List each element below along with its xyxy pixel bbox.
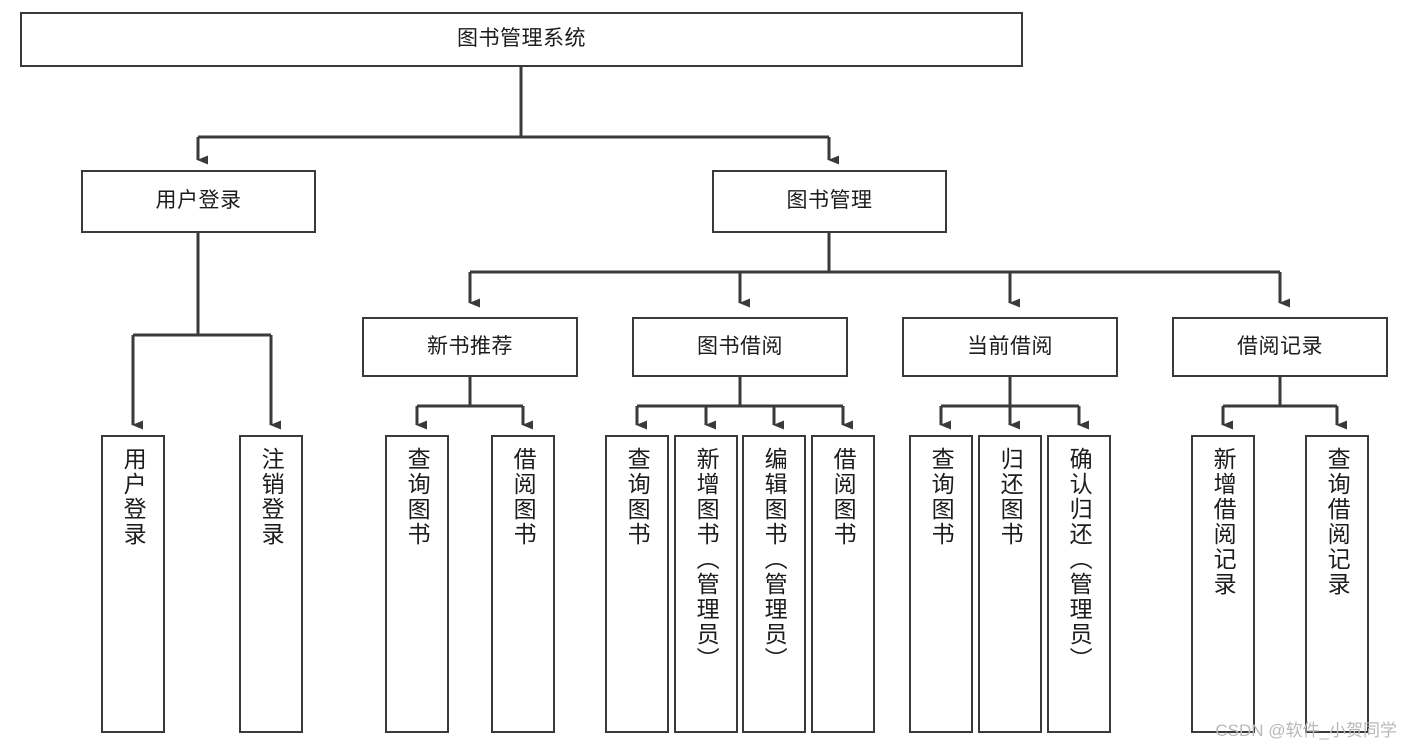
- node-leaf-query-book-3[interactable]: 查询图书: [909, 435, 973, 733]
- node-leaf-borrow-book-2-label: 借阅图书: [830, 447, 857, 547]
- watermark-text: CSDN @软件_小贺同学: [1215, 721, 1397, 740]
- node-leaf-edit-book-label: 编辑图书（管理员）: [761, 447, 788, 672]
- node-user-login-label: 用户登录: [155, 189, 242, 213]
- node-leaf-return-book[interactable]: 归还图书: [978, 435, 1042, 733]
- node-leaf-query-record-label: 查询借阅记录: [1324, 447, 1351, 597]
- node-leaf-query-book-1-label: 查询图书: [404, 447, 431, 547]
- node-leaf-borrow-book-1[interactable]: 借阅图书: [491, 435, 555, 733]
- node-leaf-return-book-label: 归还图书: [997, 447, 1024, 547]
- node-new-book-recommend[interactable]: 新书推荐: [362, 317, 578, 377]
- node-leaf-query-record[interactable]: 查询借阅记录: [1305, 435, 1369, 733]
- node-book-manage[interactable]: 图书管理: [712, 170, 947, 233]
- node-borrow-record-label: 借阅记录: [1237, 334, 1323, 358]
- node-user-login[interactable]: 用户登录: [81, 170, 316, 233]
- node-leaf-confirm-return[interactable]: 确认归还（管理员）: [1047, 435, 1111, 733]
- node-book-manage-label: 图书管理: [786, 189, 873, 213]
- node-current-borrow-label: 当前借阅: [967, 334, 1053, 358]
- node-leaf-query-book-3-label: 查询图书: [928, 447, 955, 547]
- node-book-borrow[interactable]: 图书借阅: [632, 317, 848, 377]
- node-current-borrow[interactable]: 当前借阅: [902, 317, 1118, 377]
- node-book-borrow-label: 图书借阅: [697, 334, 783, 358]
- node-leaf-query-book-2-label: 查询图书: [624, 447, 651, 547]
- node-root-label: 图书管理系统: [457, 27, 586, 51]
- node-leaf-borrow-book-1-label: 借阅图书: [510, 447, 537, 547]
- node-leaf-confirm-return-label: 确认归还（管理员）: [1066, 447, 1093, 672]
- node-leaf-query-book-1[interactable]: 查询图书: [385, 435, 449, 733]
- node-leaf-user-login[interactable]: 用户登录: [101, 435, 165, 733]
- node-leaf-add-book-label: 新增图书（管理员）: [693, 447, 720, 672]
- node-leaf-borrow-book-2[interactable]: 借阅图书: [811, 435, 875, 733]
- node-leaf-add-book[interactable]: 新增图书（管理员）: [674, 435, 738, 733]
- node-leaf-logout-login[interactable]: 注销登录: [239, 435, 303, 733]
- node-leaf-edit-book[interactable]: 编辑图书（管理员）: [742, 435, 806, 733]
- node-borrow-record[interactable]: 借阅记录: [1172, 317, 1388, 377]
- node-leaf-query-book-2[interactable]: 查询图书: [605, 435, 669, 733]
- node-leaf-user-login-label: 用户登录: [120, 447, 147, 547]
- node-new-book-recommend-label: 新书推荐: [427, 334, 513, 358]
- node-root[interactable]: 图书管理系统: [20, 12, 1023, 67]
- node-leaf-logout-login-label: 注销登录: [258, 447, 285, 547]
- node-leaf-add-record-label: 新增借阅记录: [1210, 447, 1237, 597]
- node-leaf-add-record[interactable]: 新增借阅记录: [1191, 435, 1255, 733]
